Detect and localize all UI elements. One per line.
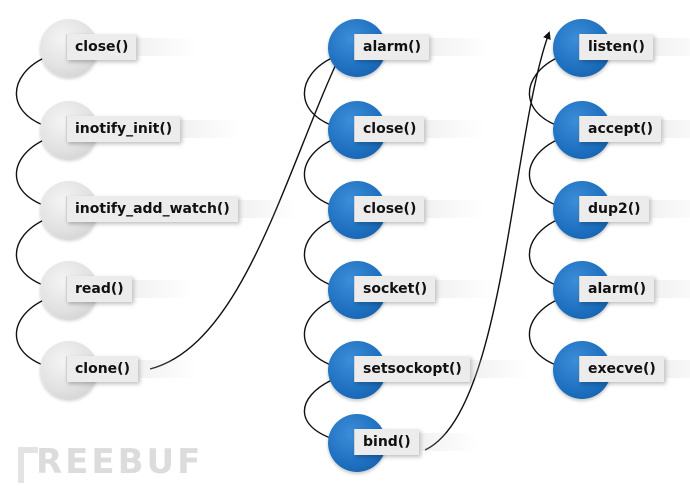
node-label: close(): [354, 196, 485, 222]
node-c2-2: close(): [328, 101, 485, 159]
node-label: socket(): [354, 276, 496, 302]
node-label: setsockopt(): [354, 356, 530, 382]
node-c1-4: read(): [40, 261, 192, 319]
watermark-logo-mark: [18, 447, 38, 483]
node-label: bind(): [354, 429, 478, 455]
node-c3-5: execve(): [553, 341, 690, 399]
node-label: alarm(): [354, 34, 489, 60]
watermark-text: REEBUF: [36, 442, 204, 482]
node-c2-3: close(): [328, 181, 485, 239]
node-label: inotify_add_watch(): [66, 196, 298, 222]
node-label: close(): [66, 34, 197, 60]
node-c1-1: close(): [40, 19, 197, 77]
node-c1-3: inotify_add_watch(): [40, 181, 298, 239]
node-label: dup2(): [579, 196, 690, 222]
node-c3-3: dup2(): [553, 181, 690, 239]
node-label: listen(): [579, 34, 690, 60]
edge-cross-2: [424, 31, 551, 451]
node-label: close(): [354, 116, 485, 142]
node-label: read(): [66, 276, 192, 302]
node-c1-5: clone(): [40, 341, 198, 399]
node-c3-2: accept(): [553, 101, 690, 159]
node-label: execve(): [579, 356, 690, 382]
node-c2-5: setsockopt(): [328, 341, 530, 399]
node-c1-2: inotify_init(): [40, 101, 241, 159]
edge-cross-1: [149, 45, 345, 370]
node-label: alarm(): [579, 276, 690, 302]
node-c2-1: alarm(): [328, 19, 489, 77]
node-label: inotify_init(): [66, 116, 241, 142]
node-label: clone(): [66, 356, 198, 382]
node-c3-1: listen(): [553, 19, 690, 77]
node-c2-4: socket(): [328, 261, 496, 319]
node-label: accept(): [579, 116, 690, 142]
node-c3-4: alarm(): [553, 261, 690, 319]
node-c2-6: bind(): [328, 414, 478, 472]
